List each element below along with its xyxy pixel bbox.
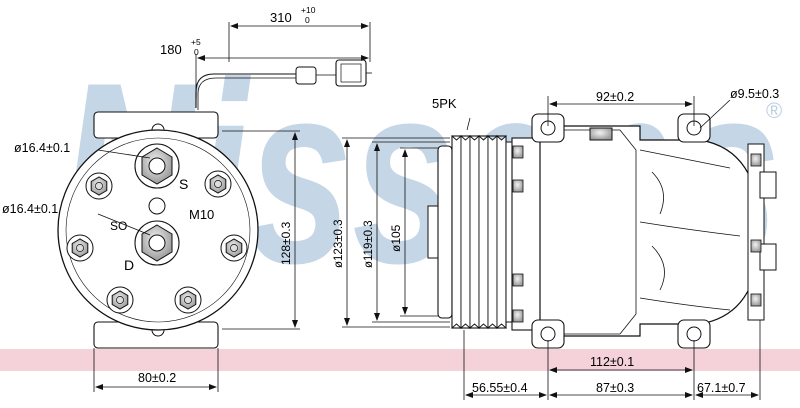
rear-length-dimension: 67.1±0.7: [697, 381, 746, 395]
mount-ear: [677, 113, 711, 143]
hub-diameter-dimension: ø105: [389, 224, 403, 252]
front-height-dimension: 128±0.3: [279, 221, 293, 265]
pulley-groove: [460, 134, 471, 330]
housing-bolt: [66, 234, 94, 262]
side-bolts: [512, 145, 762, 323]
housing-bolt: [106, 286, 134, 314]
pulley-groove: [478, 134, 489, 330]
compressor-side-view: ø123±0.3 ø119±0.3 ø105 5PK 92±0.2 ø9.5±0…: [333, 87, 779, 400]
side-bolt: [512, 309, 524, 323]
housing-bolts: [66, 170, 248, 314]
clutch-hub: [427, 205, 439, 259]
side-bolt: [512, 273, 524, 287]
cable-clip: [295, 66, 317, 85]
front-housing: [511, 137, 543, 331]
pulley-diameter-dimension: ø119±0.3: [363, 220, 375, 268]
top-oil-plug: [589, 127, 613, 141]
compressor-front-view: S D M10 SO ø16.4±0.1 ø16.4±0.1 128±0.3 8…: [2, 5, 372, 392]
pulley-type-label: 5PK: [432, 96, 457, 111]
hole-diameter-dimension: ø9.5±0.3: [730, 87, 779, 101]
label-so: SO: [110, 219, 127, 233]
port-suction-diameter-label: ø16.4±0.1: [14, 141, 70, 155]
side-bolt: [512, 145, 524, 159]
side-bolt: [750, 239, 762, 253]
side-bolt: [750, 153, 762, 167]
outer-diameter-dimension: ø123±0.3: [333, 219, 345, 268]
port-suction: [134, 143, 180, 189]
mount-ear: [677, 319, 711, 349]
port-discharge: [134, 220, 180, 266]
pulley-groove: [451, 134, 462, 330]
label-suction: S: [179, 176, 188, 192]
cable-length-1-tolerance-lower: 0: [194, 47, 199, 57]
side-bolt: [750, 293, 762, 307]
pulley-groove: [496, 134, 507, 330]
cable-length-1-dimension: 180: [160, 42, 182, 57]
housing-bolt: [85, 172, 113, 200]
watermark-band: [0, 349, 800, 371]
cable-length-2-tolerance-upper: +10: [301, 5, 316, 15]
housing-bolt: [174, 286, 202, 314]
watermark-registered-mark: ®: [766, 98, 782, 123]
cable-length-2-tolerance-lower: 0: [305, 15, 310, 25]
pulley-grooves: [451, 134, 515, 330]
housing-bolt: [204, 170, 232, 198]
top-mount-spacing-dimension: 92±0.2: [596, 90, 634, 104]
cable-length-1-tolerance-upper: +5: [191, 37, 201, 47]
side-bolt: [512, 179, 524, 193]
compressor-body: [539, 125, 761, 337]
port-discharge-diameter-label: ø16.4±0.1: [2, 202, 58, 216]
pulley-groove: [487, 134, 498, 330]
label-thread: M10: [189, 207, 214, 222]
housing-bolt: [220, 234, 248, 262]
front-width-dimension: 80±0.2: [138, 371, 176, 385]
pulley-groove: [469, 134, 480, 330]
clutch-plate: [437, 145, 453, 319]
cable-length-2-dimension: 310: [270, 10, 292, 25]
bottom-mount-spacing-dimension: 112±0.1: [590, 355, 634, 369]
label-discharge: D: [124, 257, 134, 273]
pulley-offset-dimension: 56.55±0.4: [472, 381, 528, 395]
m10-thread-hole: [148, 197, 166, 215]
body-length-dimension: 87±0.3: [596, 381, 634, 395]
